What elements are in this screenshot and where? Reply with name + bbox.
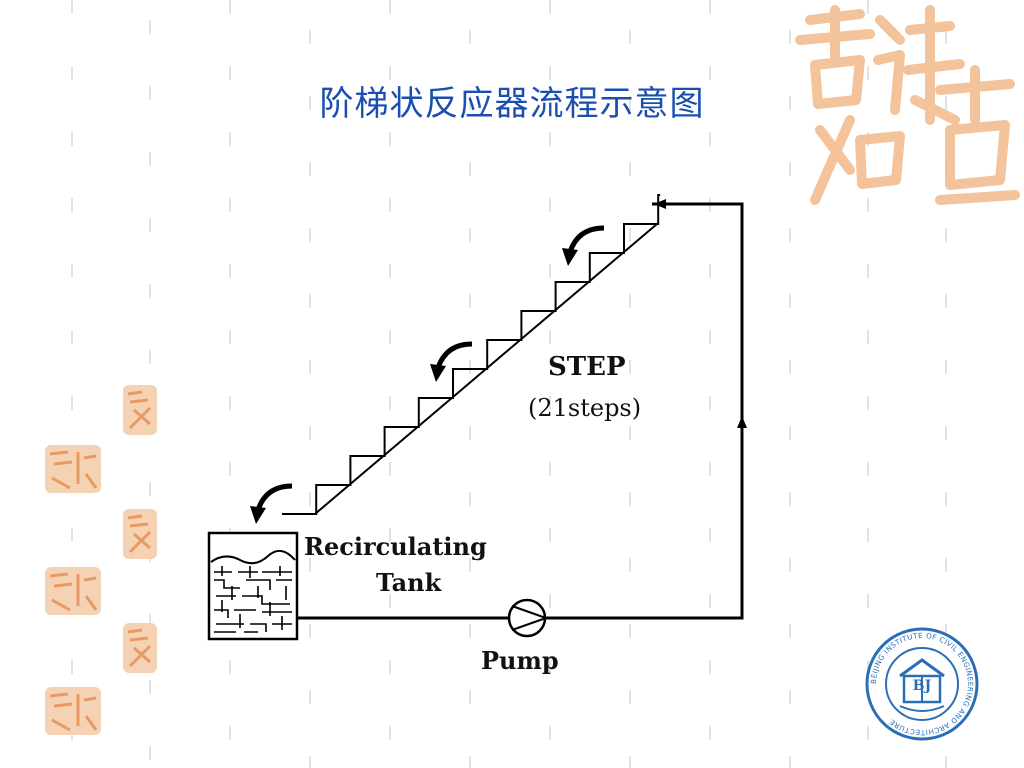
small-seal-2 (45, 445, 101, 493)
staircase-underside (314, 223, 658, 515)
overflow-arrow-bottom (250, 483, 293, 524)
tank-label-line2: Tank (376, 568, 442, 597)
overflow-arrow-top (562, 225, 605, 266)
overflow-arrow-middle (430, 341, 473, 382)
staircase-steps (282, 194, 661, 515)
flow-arrow-up (737, 416, 747, 428)
step-count-label: (21steps) (528, 394, 642, 422)
pump-label: Pump (481, 646, 559, 675)
recirculating-tank-icon (207, 531, 299, 641)
small-seal-6 (45, 687, 101, 735)
small-seal-3 (123, 509, 157, 559)
small-seal-4 (45, 567, 101, 615)
small-seal-1 (123, 385, 157, 435)
tank-label-line1: Recirculating (304, 532, 487, 561)
flow-arrow-left (654, 199, 666, 209)
calligraphy-seal-large (795, 5, 1020, 205)
small-seal-5 (123, 623, 157, 673)
logo-initials: BJ (912, 678, 932, 694)
step-label: STEP (548, 352, 626, 382)
pump-icon (507, 598, 550, 638)
slide-title: 阶梯状反应器流程示意图 (319, 84, 705, 124)
university-logo: BEIJING INSTITUTE OF CIVIL ENGINEERING A… (865, 627, 979, 741)
